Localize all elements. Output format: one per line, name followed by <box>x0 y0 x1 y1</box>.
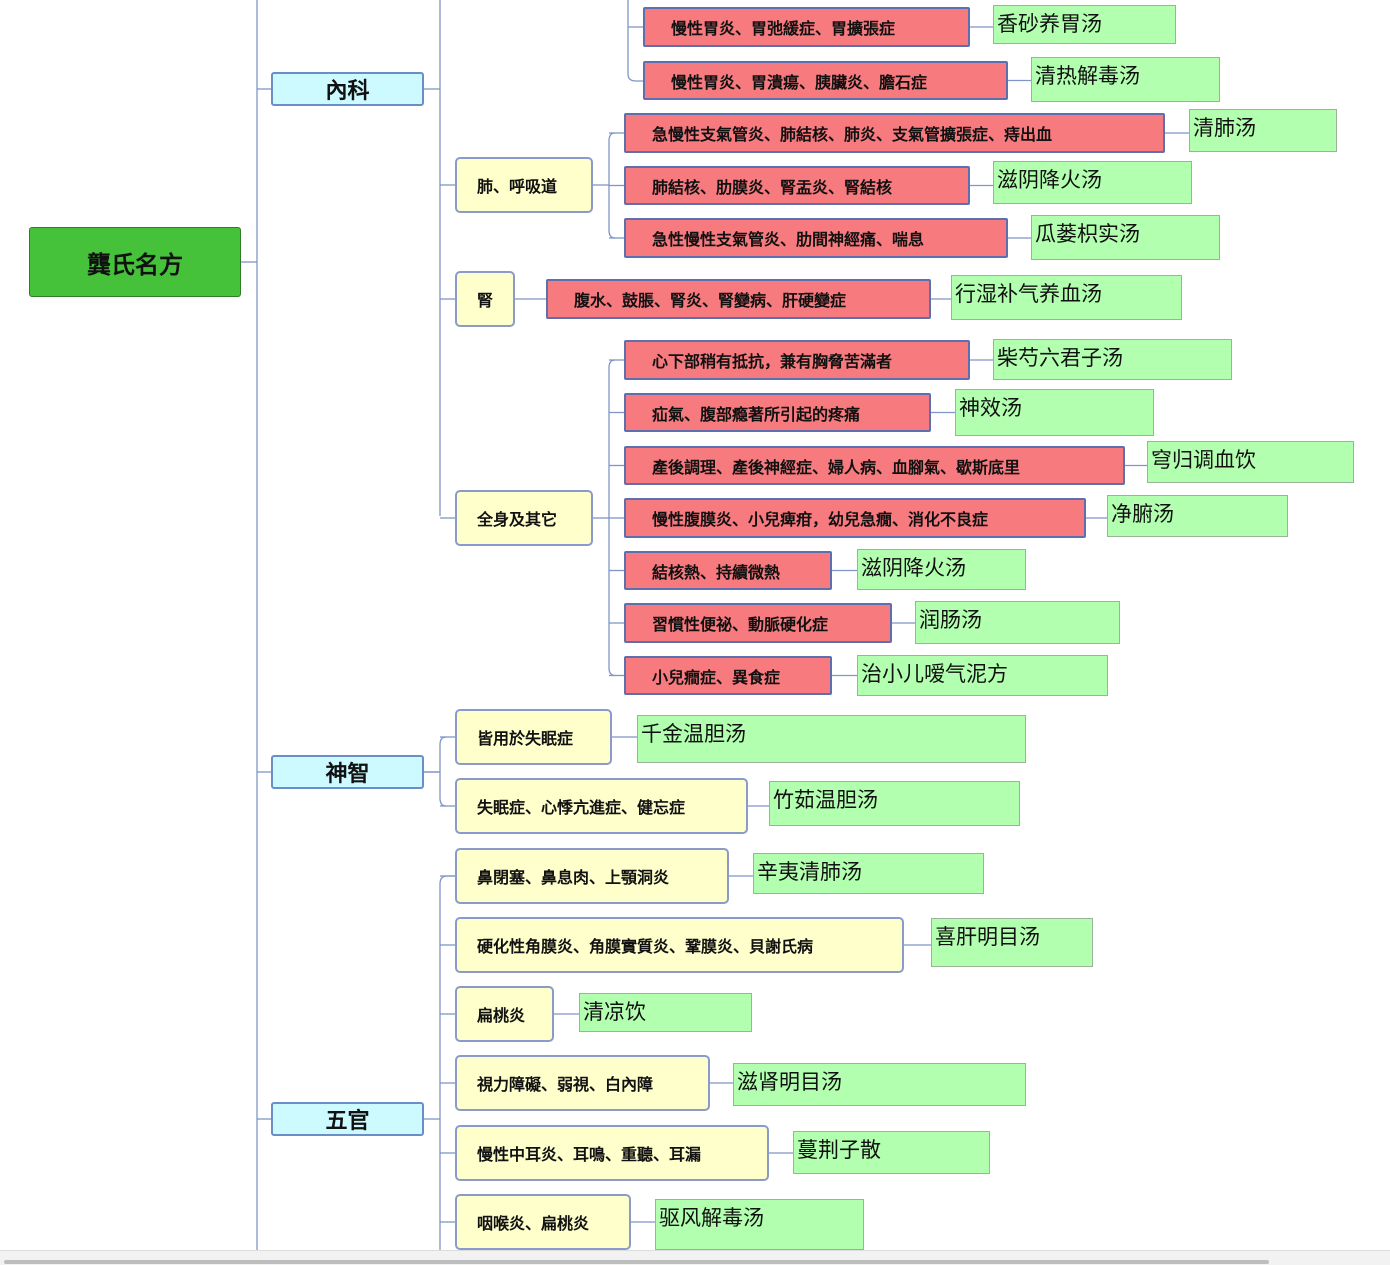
group-node[interactable]: 鼻閉塞、鼻息肉、上顎洞炎 <box>455 848 729 904</box>
symptom-node[interactable]: 心下部稍有抵抗，兼有胸脅苦滿者 <box>624 340 970 380</box>
remedy-node[interactable]: 润肠汤 <box>915 601 1120 644</box>
group-node[interactable]: 咽喉炎、扁桃炎 <box>455 1194 631 1250</box>
remedy-node[interactable]: 蔓荆子散 <box>793 1131 990 1174</box>
connector-line <box>627 0 643 82</box>
group-node[interactable]: 失眠症、心悸亢進症、健忘症 <box>455 778 748 834</box>
scrollbar-thumb[interactable] <box>4 1260 1269 1264</box>
group-node[interactable]: 硬化性角膜炎、角膜實質炎、鞏膜炎、貝謝氏病 <box>455 917 904 973</box>
remedy-node[interactable]: 行湿补气养血汤 <box>951 275 1182 320</box>
remedy-node[interactable]: 瓜蒌枳实汤 <box>1031 215 1220 260</box>
remedy-node[interactable]: 净腑汤 <box>1107 495 1288 537</box>
symptom-node[interactable]: 習慣性便祕、動脈硬化症 <box>624 603 892 643</box>
category-node-five-senses[interactable]: 五官 <box>271 1102 424 1136</box>
remedy-node[interactable]: 喜肝明目汤 <box>931 918 1093 967</box>
symptom-node[interactable]: 結核熱、持續微熱 <box>624 551 832 590</box>
remedy-node[interactable]: 香砂养胃汤 <box>993 5 1176 44</box>
symptom-node[interactable]: 急慢性支氣管炎、肺結核、肺炎、支氣管擴張症、痔出血 <box>624 113 1165 153</box>
group-node-lung[interactable]: 肺、呼吸道 <box>455 157 593 213</box>
group-node-kidney[interactable]: 腎 <box>455 271 515 327</box>
group-node[interactable]: 視力障礙、弱視、白內障 <box>455 1055 710 1111</box>
symptom-node[interactable]: 疝氣、腹部瘾著所引起的疼痛 <box>624 393 931 432</box>
symptom-node[interactable]: 小兒癎症、異食症 <box>624 656 832 695</box>
remedy-node[interactable]: 辛夷清肺汤 <box>753 853 984 894</box>
remedy-node[interactable]: 清热解毒汤 <box>1031 57 1220 102</box>
root-node[interactable]: 龔氏名方 <box>29 227 241 297</box>
remedy-node[interactable]: 驱风解毒汤 <box>655 1199 864 1250</box>
group-node[interactable]: 皆用於失眠症 <box>455 709 612 765</box>
remedy-node[interactable]: 滋阴降火汤 <box>857 549 1026 590</box>
connector-line <box>608 132 616 239</box>
remedy-node[interactable]: 清凉饮 <box>579 993 752 1032</box>
symptom-node[interactable]: 慢性胃炎、胃弛緩症、胃擴張症 <box>643 7 970 47</box>
remedy-node[interactable]: 清肺汤 <box>1189 109 1337 152</box>
symptom-node[interactable]: 肺結核、肋膜炎、腎盂炎、腎結核 <box>624 166 970 205</box>
category-node-internal-medicine[interactable]: 內科 <box>271 72 424 106</box>
connector-line <box>439 736 447 807</box>
group-node-whole-body[interactable]: 全身及其它 <box>455 490 593 546</box>
remedy-node[interactable]: 神效汤 <box>955 389 1154 436</box>
group-node[interactable]: 扁桃炎 <box>455 986 554 1042</box>
group-node[interactable]: 慢性中耳炎、耳鳴、重聽、耳漏 <box>455 1125 769 1181</box>
connector-line <box>439 875 455 1252</box>
horizontal-scrollbar[interactable] <box>0 1250 1390 1265</box>
remedy-node[interactable]: 穹归调血饮 <box>1147 441 1354 483</box>
symptom-node[interactable]: 急性慢性支氣管炎、肋間神經痛、喘息 <box>624 218 1008 258</box>
symptom-node[interactable]: 慢性腹膜炎、小兒痺疳，幼兒急癇、消化不良症 <box>624 498 1086 538</box>
remedy-node[interactable]: 治小儿嗳气泥方 <box>857 655 1108 696</box>
connector-line <box>608 359 616 677</box>
symptom-node[interactable]: 慢性胃炎、胃潰瘍、胰臟炎、膽石症 <box>643 61 1008 100</box>
remedy-node[interactable]: 千金温胆汤 <box>637 715 1026 763</box>
remedy-node[interactable]: 滋肾明目汤 <box>733 1063 1026 1106</box>
remedy-node[interactable]: 滋阴降火汤 <box>993 161 1192 204</box>
symptom-node[interactable]: 腹水、鼓脹、腎炎、腎變病、肝硬變症 <box>546 279 931 319</box>
category-node-mind[interactable]: 神智 <box>271 755 424 789</box>
remedy-node[interactable]: 柴芍六君子汤 <box>993 339 1232 380</box>
remedy-node[interactable]: 竹茹温胆汤 <box>769 781 1020 826</box>
symptom-node[interactable]: 產後調理、產後神經症、婦人病、血腳氣、歇斯底里 <box>624 446 1125 485</box>
